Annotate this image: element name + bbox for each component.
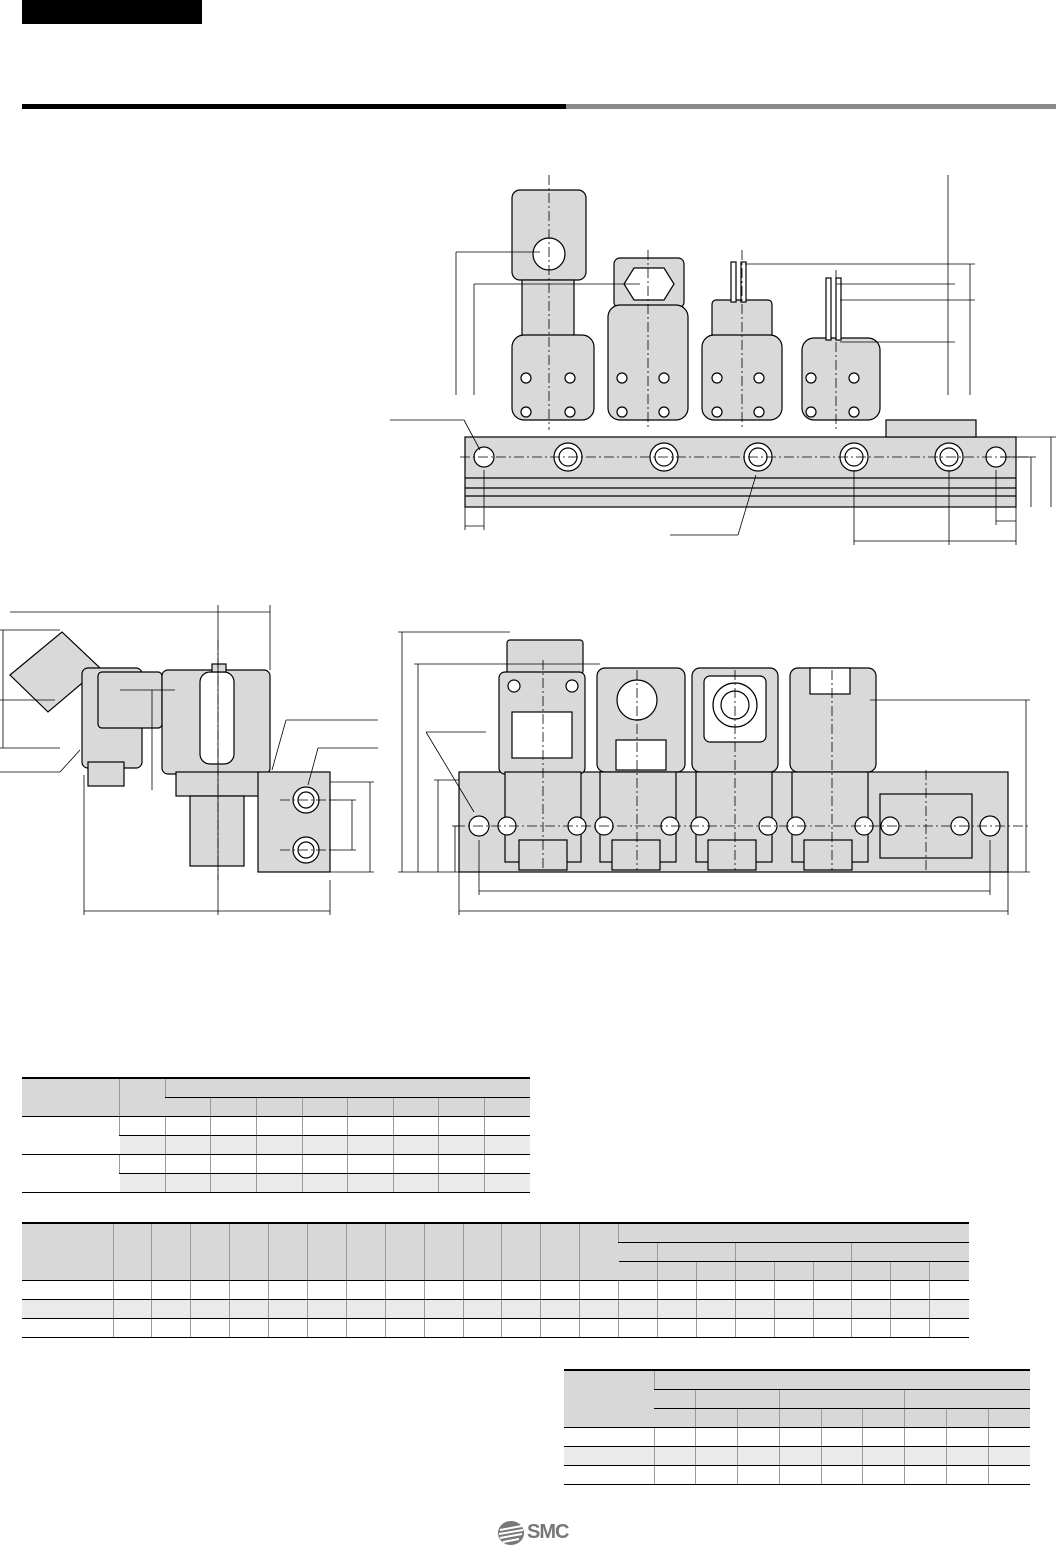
table-row [22,1173,530,1193]
smc-logo: SMC [497,1520,587,1546]
table-3 [564,1369,1030,1485]
table-row [22,1280,1046,1300]
header-rule-grey [566,104,1056,109]
table-row [22,1135,530,1155]
table-1 [22,1077,530,1193]
table-row [22,1097,530,1117]
table-2 [22,1222,1047,1338]
table-row [564,1446,1030,1466]
table-row [564,1389,1030,1409]
side-view-dimensions [0,605,378,915]
table-row [22,1261,1046,1281]
table-row [564,1427,1030,1447]
side-view [9,631,331,873]
table-row [22,1242,1046,1262]
header-tab-block [22,0,202,24]
front-view-dimensions [398,631,1030,915]
table-row [564,1369,1030,1428]
table-row [22,1318,1046,1338]
table-row [22,1116,530,1155]
table-row [564,1408,1030,1428]
body-bolts [520,372,860,418]
header-rule-dark [22,104,566,109]
table-row [22,1222,1046,1281]
top-view-drawing [390,175,1056,545]
table-row [22,1077,530,1117]
table-row [564,1465,1030,1485]
dimension-lines-top [390,175,1056,545]
table-row [22,1154,530,1193]
front-side-view-drawing [0,605,1030,915]
smc-logo-mark-icon [498,1521,524,1545]
table-row [22,1299,1046,1319]
smc-logo-text: SMC [527,1521,569,1543]
